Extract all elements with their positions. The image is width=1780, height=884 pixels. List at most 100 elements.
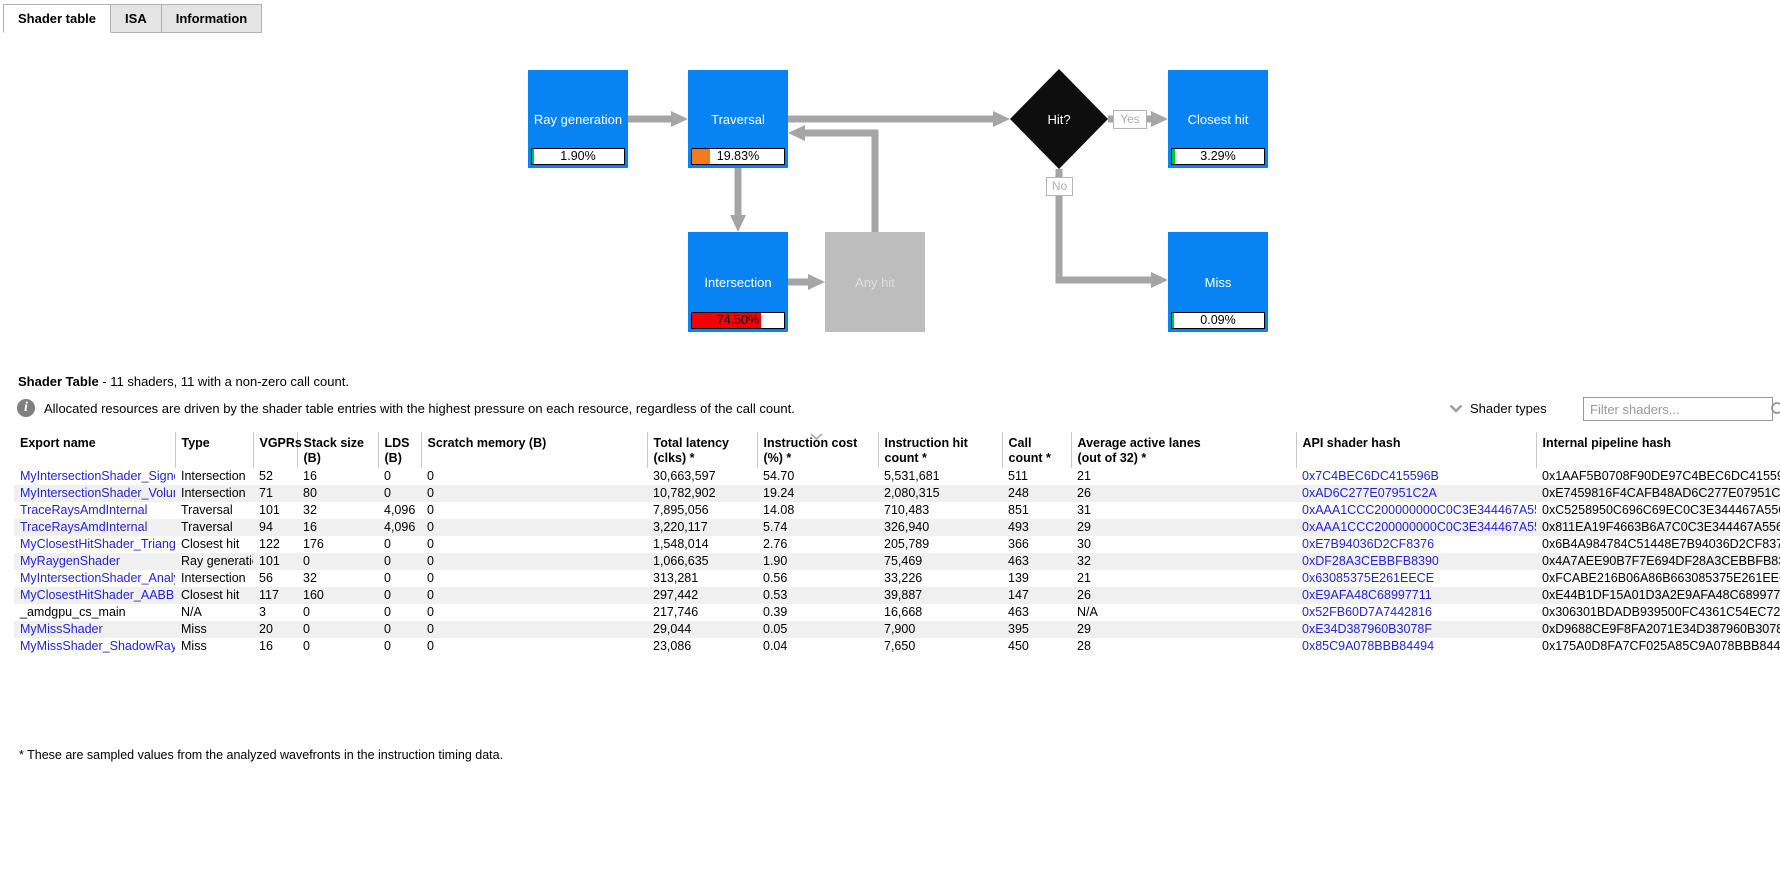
column-header-apihash[interactable]: API shader hash [1296, 432, 1537, 468]
cell-type: Intersection [181, 571, 246, 585]
column-header-vgprs[interactable]: VGPRs [253, 432, 302, 468]
column-header-hitcount[interactable]: Instruction hit count * [878, 432, 1003, 468]
cell-apihash: 0x63085375E261EECE [1296, 570, 1536, 587]
cell-lanes: 29 [1077, 520, 1091, 534]
cell-apihash: 0xDF28A3CEBBFB8390 [1296, 553, 1536, 570]
shader-types-dropdown[interactable]: Shader types [1449, 401, 1547, 416]
cell-apihash: 0x85C9A078BBB84494 [1296, 638, 1536, 655]
cell-latency: 23,086 [653, 639, 692, 653]
export-name-link[interactable]: MyMissShader_ShadowRay [20, 639, 175, 653]
cell-vgprs: 101 [259, 554, 280, 568]
node-label: Miss [1204, 274, 1232, 290]
cell-hitcount: 710,483 [884, 503, 930, 517]
node-closest-hit[interactable]: Closest hit 3.29% [1168, 70, 1268, 168]
node-ray-generation[interactable]: Ray generation 1.90% [528, 70, 628, 168]
cell-lanes: 31 [1077, 503, 1091, 517]
cell-export: TraceRaysAmdInternal [14, 519, 175, 536]
api-shader-hash-link[interactable]: 0xE34D387960B3078F [1302, 622, 1432, 636]
export-name-link[interactable]: MyMissShader [20, 622, 103, 636]
api-shader-hash-link[interactable]: 0x63085375E261EECE [1302, 571, 1435, 585]
cell-stack: 32 [303, 503, 317, 517]
export-name-link[interactable]: MyIntersectionShader_SignedDist... [20, 469, 175, 483]
node-label: Hit? [1047, 111, 1071, 127]
cell-vgprs: 71 [259, 486, 273, 500]
cell-vgprs: 117 [259, 588, 279, 602]
api-shader-hash-link[interactable]: 0xAD6C277E07951C2A [1302, 486, 1437, 500]
column-header-type[interactable]: Type [175, 432, 254, 468]
column-header-lds[interactable]: LDS (B) [378, 432, 422, 468]
cell-export: TraceRaysAmdInternal [14, 502, 175, 519]
traversal-usage-bar: 19.83% [691, 148, 785, 165]
column-header-stack[interactable]: Stack size (B) [297, 432, 379, 468]
export-name-link[interactable]: TraceRaysAmdInternal [20, 520, 148, 534]
cell-hitcount: 5,531,681 [884, 469, 940, 483]
export-name-link[interactable]: MyRaygenShader [20, 554, 121, 568]
export-name-link[interactable]: MyClosestHitShader_Triangle [20, 537, 175, 551]
cell-latency: 3,220,117 [653, 520, 708, 534]
cell-callcount: 851 [1008, 503, 1029, 517]
filter-shaders-input[interactable] [1584, 401, 1770, 417]
cell-pipelinehash: 0xC5258950C696C69EC0C3E344467A556B [1542, 503, 1780, 517]
cell-callcount: 463 [1008, 605, 1029, 619]
cell-type: Traversal [181, 520, 233, 534]
node-intersection[interactable]: Intersection 74.50% [688, 232, 788, 332]
edge-label-yes: Yes [1113, 110, 1147, 129]
api-shader-hash-link[interactable]: 0xE7B94036D2CF8376 [1302, 537, 1435, 551]
api-shader-hash-link[interactable]: 0x85C9A078BBB84494 [1302, 639, 1435, 653]
cell-cost: 14.08 [763, 503, 795, 517]
filter-shaders-box [1583, 397, 1780, 421]
table-row[interactable]: MyIntersectionShader_SignedDist...Inters… [14, 468, 1780, 485]
sampled-values-footnote: * These are sampled values from the anal… [19, 748, 504, 762]
cell-lanes: N/A [1077, 605, 1098, 619]
node-hit-decision[interactable]: Hit? [1010, 70, 1108, 168]
api-shader-hash-link[interactable]: 0xAAA1CCC200000000C0C3E344467A556B [1302, 503, 1536, 517]
api-shader-hash-link[interactable]: 0xE9AFA48C68997711 [1302, 588, 1432, 602]
column-header-cost[interactable]: Instruction cost (%) * [757, 432, 879, 468]
column-header-export[interactable]: Export name [14, 432, 176, 468]
table-row[interactable]: MyIntersectionShader_AnalyticPri... Inter… [14, 570, 1780, 587]
node-traversal[interactable]: Traversal 19.83% [688, 70, 788, 168]
column-header-callcount[interactable]: Call count * [1002, 432, 1072, 468]
node-miss[interactable]: Miss 0.09% [1168, 232, 1268, 332]
cell-type: Traversal [181, 503, 233, 517]
column-header-latency[interactable]: Total latency (clks) * [647, 432, 758, 468]
cell-scratch: 0 [427, 554, 434, 568]
cell-callcount: 248 [1008, 486, 1029, 500]
node-label: Intersection [704, 274, 772, 290]
export-name-link[interactable]: MyIntersectionShader_Volumetric... [20, 486, 175, 500]
api-shader-hash-link[interactable]: 0x52FB60D7A7442816 [1302, 605, 1432, 619]
api-shader-hash-link[interactable]: 0xAAA1CCC200000000C0C3E344467A556B [1302, 520, 1536, 534]
cell-type: Closest hit [181, 588, 240, 602]
cell-hitcount: 205,789 [884, 537, 930, 551]
shader-types-label: Shader types [1470, 401, 1547, 416]
column-header-lanes[interactable]: Average active lanes (out of 32) * [1071, 432, 1297, 468]
cell-latency: 10,782,902 [653, 486, 716, 500]
export-name-link[interactable]: MyClosestHitShader_AABB [20, 588, 175, 602]
cell-latency: 1,066,635 [653, 554, 709, 568]
tab-information[interactable]: Information [160, 4, 263, 33]
column-header-pipelinehash[interactable]: Internal pipeline hash [1542, 436, 1672, 450]
column-header-scratch[interactable]: Scratch memory (B) [421, 432, 648, 468]
table-row[interactable]: MyIntersectionShader_Volumetric...Inters… [14, 485, 1780, 502]
tab-bar: Shader table ISA Information [3, 4, 263, 33]
export-name-link[interactable]: MyIntersectionShader_AnalyticPri... [20, 571, 175, 585]
cell-export: MyIntersectionShader_SignedDist... [14, 468, 175, 485]
api-shader-hash-link[interactable]: 0xDF28A3CEBBFB8390 [1302, 554, 1439, 568]
cell-apihash: 0xE9AFA48C68997711 [1296, 587, 1536, 604]
api-shader-hash-link[interactable]: 0x7C4BEC6DC415596B [1302, 469, 1439, 483]
cell-vgprs: 101 [259, 503, 280, 517]
tab-shader-table[interactable]: Shader table [3, 4, 112, 33]
bar-fill [1172, 149, 1176, 164]
cell-export: MyClosestHitShader_AABB [14, 587, 175, 604]
cell-apihash: 0xAAA1CCC200000000C0C3E344467A556B [1296, 519, 1536, 536]
cell-latency: 7,895,056 [653, 503, 709, 517]
export-name-link[interactable]: TraceRaysAmdInternal [20, 503, 148, 517]
